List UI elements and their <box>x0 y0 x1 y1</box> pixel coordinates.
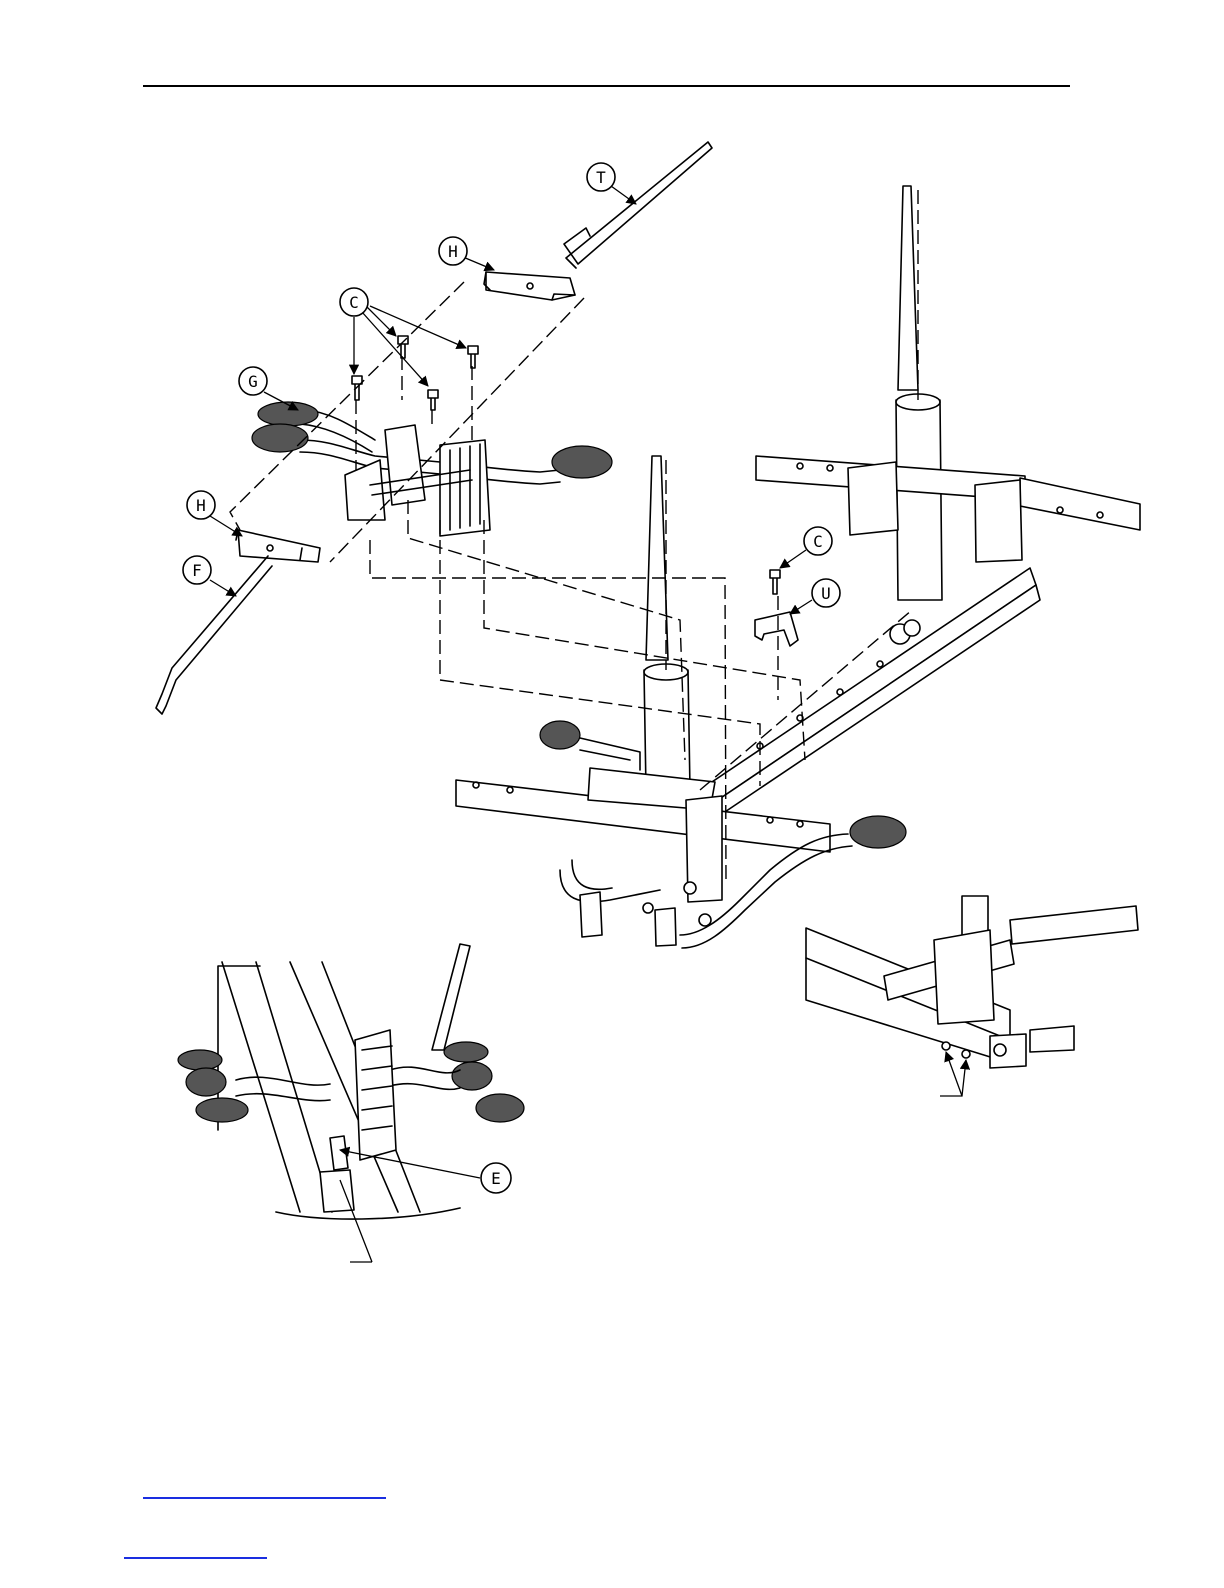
steering-column-front <box>644 456 690 790</box>
main-frame-rail <box>700 568 1040 822</box>
bracket-h-top <box>484 272 575 300</box>
footer-link-2[interactable] <box>124 1557 267 1559</box>
callout-e-label: E <box>491 1169 501 1188</box>
steering-column-right <box>896 186 942 600</box>
callout-h-top: H <box>439 237 467 265</box>
callout-c-right-label: C <box>813 532 823 551</box>
callout-f: F <box>183 556 211 584</box>
footer-link-1[interactable] <box>143 1497 386 1499</box>
callout-f-label: F <box>192 561 202 580</box>
callout-u: U <box>812 579 840 607</box>
callout-u-label: U <box>821 584 831 603</box>
callout-h-left-label: H <box>196 496 206 515</box>
clip-u <box>755 570 798 646</box>
callout-t-label: T <box>596 168 606 187</box>
rod-f <box>156 556 272 714</box>
callout-c-right: C <box>804 527 832 555</box>
inset-pedal-detail <box>178 944 524 1219</box>
callout-h-left: H <box>187 491 215 519</box>
rod-t <box>564 142 712 268</box>
callout-t: T <box>587 163 615 191</box>
bracket-h-left <box>236 530 320 562</box>
callout-c-top: C <box>340 288 368 316</box>
cross-member-front <box>456 768 830 902</box>
callout-g-label: G <box>248 372 258 391</box>
callout-e: E <box>481 1163 511 1193</box>
inset-frame-detail <box>806 896 1138 1068</box>
callout-c-top-label: C <box>349 293 359 312</box>
callout-h-top-label: H <box>448 242 458 261</box>
callout-g: G <box>239 367 267 395</box>
